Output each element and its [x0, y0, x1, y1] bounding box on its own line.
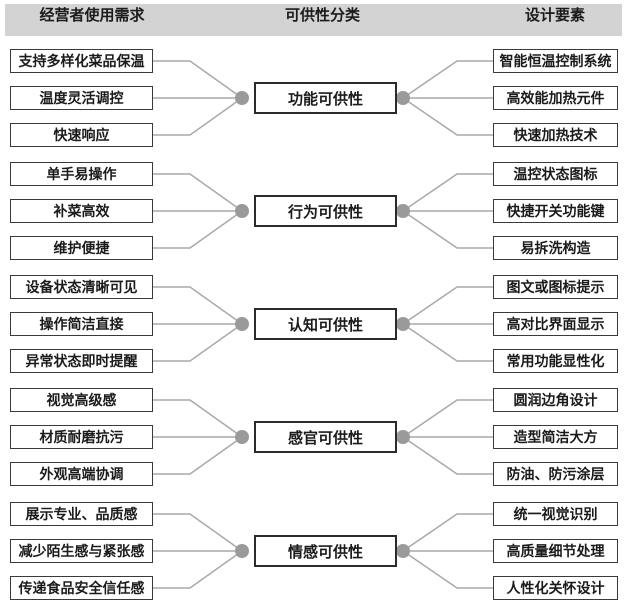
element-box: 圆润边角设计	[493, 388, 618, 412]
need-box: 单手易操作	[10, 162, 153, 186]
need-box: 温度灵活调控	[10, 86, 153, 110]
element-box: 高对比界面显示	[493, 312, 618, 336]
need-box: 减少陌生感与紧张感	[10, 539, 153, 563]
category-box: 功能可供性	[254, 82, 397, 114]
need-box: 材质耐磨抗污	[10, 425, 153, 449]
category-box: 行为可供性	[254, 195, 397, 227]
header-design-elements: 设计要素	[524, 7, 585, 24]
element-box: 防油、防污涂层	[493, 462, 618, 486]
need-box: 补菜高效	[10, 199, 153, 223]
category-box: 情感可供性	[254, 535, 397, 567]
category-box: 认知可供性	[254, 308, 397, 340]
need-box: 传递食品安全信任感	[10, 576, 153, 600]
element-box: 快捷开关功能键	[493, 199, 618, 223]
need-box: 外观高端协调	[10, 462, 153, 486]
category-box: 感官可供性	[254, 421, 397, 453]
header-band	[5, 4, 622, 36]
element-box: 快速加热技术	[493, 123, 618, 147]
element-box: 图文或图标提示	[493, 275, 618, 299]
need-box: 操作简洁直接	[10, 312, 153, 336]
element-box: 统一视觉识别	[493, 502, 618, 526]
header-needs: 经营者使用需求	[39, 7, 145, 24]
element-box: 高质量细节处理	[493, 539, 618, 563]
element-box: 人性化关怀设计	[493, 576, 618, 600]
element-box: 高效能加热元件	[493, 86, 618, 110]
need-box: 快速响应	[10, 123, 153, 147]
need-box: 设备状态清晰可见	[10, 275, 153, 299]
need-box: 展示专业、品质感	[10, 502, 153, 526]
element-box: 常用功能显性化	[493, 349, 618, 373]
need-box: 维护便捷	[10, 236, 153, 260]
need-box: 视觉高级感	[10, 388, 153, 412]
element-box: 易拆洗构造	[493, 236, 618, 260]
element-box: 智能恒温控制系统	[493, 49, 618, 73]
element-box: 造型简洁大方	[493, 425, 618, 449]
header-classification: 可供性分类	[284, 7, 360, 24]
need-box: 支持多样化菜品保温	[10, 49, 153, 73]
need-box: 异常状态即时提醒	[10, 349, 153, 373]
element-box: 温控状态图标	[493, 162, 618, 186]
